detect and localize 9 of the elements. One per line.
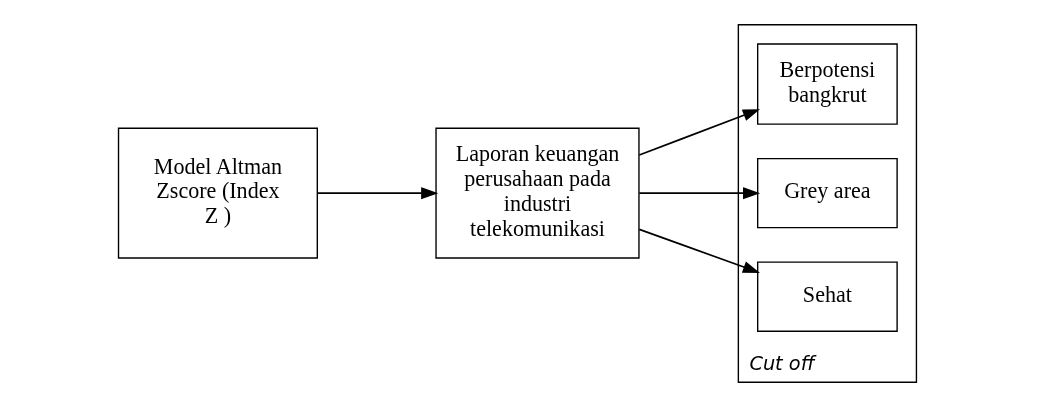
arrow	[316, 187, 438, 200]
arrow	[637, 228, 760, 273]
arrow	[637, 109, 760, 156]
node-box: Laporan keuangan perusahaan pada industri telekomunikasi	[434, 127, 640, 259]
node-box: Berpotensi bangkrut	[756, 43, 898, 125]
node-box: Grey area	[756, 157, 898, 229]
node-box: Sehat	[756, 261, 898, 332]
node-box: Model Altman Zscore (Index Z )	[117, 127, 318, 259]
arrow	[637, 187, 760, 200]
